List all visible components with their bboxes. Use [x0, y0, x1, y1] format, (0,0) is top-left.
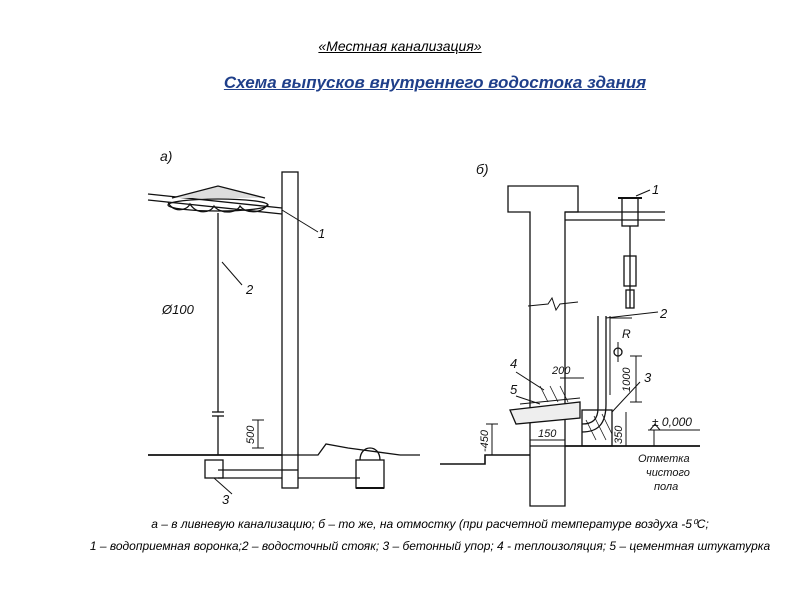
- dim-a-500: 500: [245, 425, 257, 444]
- floor-mark-line1: Отметка: [638, 453, 690, 465]
- callout-b-2: 2: [659, 306, 668, 321]
- level-zero-label: ± 0,000: [652, 415, 692, 429]
- page-title: Схема выпусков внутреннего водостока зда…: [223, 73, 647, 92]
- callout-b-3: 3: [644, 370, 652, 385]
- page-subtitle: «Местная канализация»: [318, 38, 482, 54]
- panel-label-b: б): [476, 161, 489, 177]
- dim-b-200: 200: [551, 365, 571, 377]
- caption-line-1: а – в ливневую канализацию; б – то же, н…: [151, 517, 709, 531]
- diagram-a: [147, 171, 420, 495]
- callout-b-5: 5: [510, 382, 518, 397]
- dim-b-150: 150: [538, 428, 557, 440]
- pipe-diameter-label: Ø100: [161, 302, 195, 317]
- panel-label-a: а): [160, 148, 172, 164]
- callout-a-1: 1: [318, 226, 325, 241]
- wall-a: [281, 171, 299, 489]
- manhole: [355, 459, 385, 489]
- floor-mark-line2: чистого: [646, 467, 690, 479]
- wall-b: [507, 185, 579, 507]
- callout-a-3: 3: [222, 492, 230, 507]
- concrete-stop-a: [204, 459, 224, 479]
- diagram-b: [440, 185, 700, 507]
- caption-line-2: 1 – водоприемная воронка;2 – водосточный…: [89, 539, 771, 553]
- riser-pipe-b: [581, 316, 599, 425]
- callout-b-4: 4: [510, 356, 517, 371]
- floor-mark-line3: пола: [654, 481, 678, 493]
- dim-b-1000: 1000: [621, 367, 633, 392]
- callout-b-1: 1: [652, 182, 659, 197]
- funnel-a: [171, 185, 266, 199]
- dim-b-350: 350: [613, 425, 625, 444]
- dim-b-450: -450: [479, 429, 491, 452]
- ground-b: [440, 454, 530, 465]
- radius-label: R: [622, 327, 631, 341]
- callout-a-2: 2: [245, 282, 254, 297]
